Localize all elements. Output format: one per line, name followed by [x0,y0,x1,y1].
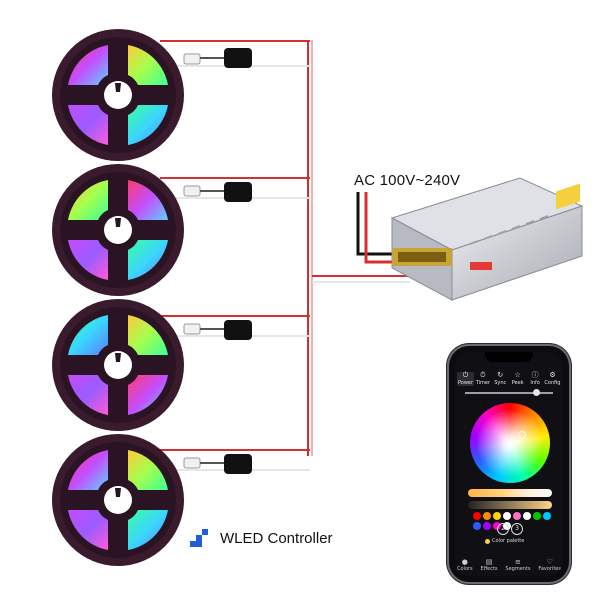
app-bottom-nav: ● Colors ▤ Effects ≡ Segments ♡ Favorite… [457,558,561,572]
segments-icon: ≡ [515,558,521,566]
peek-icon: ☆ [514,372,521,379]
psu-vents [469,215,549,245]
power-icon: ⏻ [462,372,469,379]
nav-label: Segments [505,566,531,572]
preset-button-2[interactable]: 2 [497,523,509,535]
color-swatch[interactable] [473,522,481,530]
led-reel-2 [52,164,184,296]
led-reel-3 [52,299,184,431]
tab-label: Sync [494,380,507,386]
connector-2 [183,182,252,202]
color-palette-row[interactable]: Color palette [485,538,524,544]
white-channel-slider[interactable] [468,501,552,509]
color-swatch[interactable] [543,512,551,520]
power-supply-unit [390,177,584,301]
color-swatch[interactable] [513,512,521,520]
color-swatch[interactable] [523,512,531,520]
tab-label: Timer [475,380,491,386]
color-swatch[interactable] [483,522,491,530]
tab-label: Power [457,380,474,386]
timer-icon: ⏱ [480,372,486,379]
connector-4 [183,454,252,474]
color-swatch[interactable] [473,512,481,520]
tab-power[interactable]: ⏻ Power [457,372,474,386]
phone-notch [485,352,533,362]
info-icon: ⓘ [531,372,539,379]
sync-icon: ↻ [497,372,504,379]
color-wheel-selector[interactable] [518,431,526,439]
heart-icon: ♡ [546,558,553,566]
wiring-bus [160,40,410,471]
color-swatch[interactable] [533,512,541,520]
brightness-slider-knob[interactable] [533,389,540,396]
led-reel-4 [52,434,184,566]
color-swatch[interactable] [483,512,491,520]
nav-colors[interactable]: ● Colors [457,558,473,572]
palette-icon [485,538,490,544]
nav-label: Colors [457,566,473,572]
tab-label: Config [544,380,561,386]
colors-icon: ● [461,558,468,566]
app-top-tabs: ⏻ Power ⏱ Timer ↻ Sync ☆ Peek ⓘ Info [457,372,561,386]
ac-input-label: AC 100V~240V [354,172,461,189]
connector-3 [183,320,252,340]
color-swatch[interactable] [493,512,501,520]
led-reel-1 [52,29,184,161]
gear-icon: ⚙ [549,372,556,379]
nav-label: Effects [480,566,498,572]
color-wheel[interactable] [470,403,550,483]
brand-text: WLED Controller [220,529,333,547]
tab-label: Info [530,380,540,386]
ac-input-wires [356,192,392,264]
color-swatch[interactable] [503,512,511,520]
nav-segments[interactable]: ≡ Segments [505,558,530,572]
tab-timer[interactable]: ⏱ Timer [474,372,491,386]
effects-icon: ▤ [485,558,493,566]
nav-effects[interactable]: ▤ Effects [481,558,498,572]
brightness-slider[interactable] [465,389,553,396]
tab-config[interactable]: ⚙ Config [544,372,561,386]
phone-mockup: ⏻ Power ⏱ Timer ↻ Sync ☆ Peek ⓘ Info [449,346,569,582]
nav-label: Favorites [538,566,561,572]
tab-peek[interactable]: ☆ Peek [509,372,526,386]
white-balance-slider[interactable] [468,489,552,497]
nav-favorites[interactable]: ♡ Favorites [538,558,561,572]
wled-logo-icon [190,529,208,547]
tab-sync[interactable]: ↻ Sync [492,372,509,386]
color-palette-label: Color palette [492,538,525,544]
tab-info[interactable]: ⓘ Info [527,372,544,386]
tab-label: Peek [511,380,524,386]
brand-lockup: WLED Controller [188,527,333,549]
connector-1 [183,48,252,68]
preset-button-3[interactable]: 3 [511,523,523,535]
phone-screen: ⏻ Power ⏱ Timer ↻ Sync ☆ Peek ⓘ Info [455,352,563,576]
